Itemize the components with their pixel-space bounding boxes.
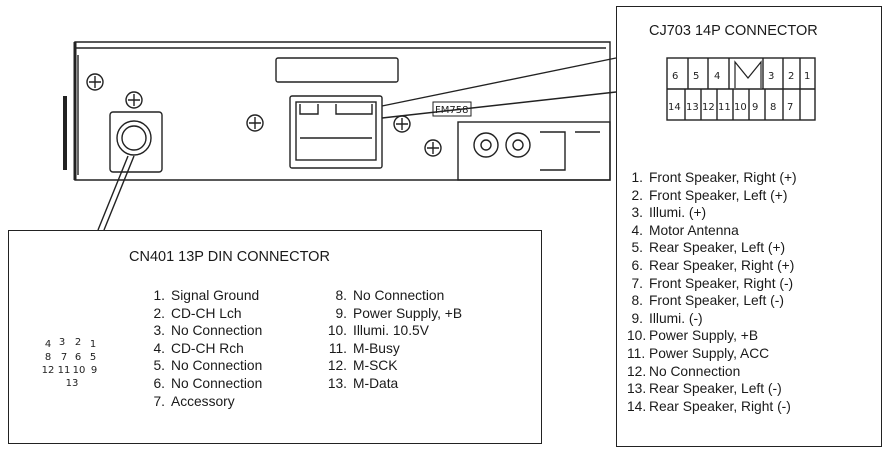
din-pin-2: 2: [75, 337, 81, 348]
list-item: 11.M-Busy: [328, 340, 400, 356]
din-pin-5: 5: [90, 352, 96, 363]
grid-pin-13: 13: [686, 102, 699, 113]
grid-pin-12: 12: [702, 102, 715, 113]
din-pin-1: 1: [90, 339, 96, 350]
list-item: 5.Rear Speaker, Left (+): [631, 240, 786, 256]
rca-jack-icon: [505, 132, 531, 158]
grid-pin-2: 2: [788, 71, 794, 82]
leader-line-cn401: [103, 155, 135, 231]
cn401-pin-list-right: 8.No Connection 9.Power Supply, +B 10.Il…: [327, 287, 462, 393]
list-item: 6.No Connection: [153, 375, 263, 391]
din-pin-9: 9: [91, 365, 97, 376]
list-item: 9.Illumi. (-): [631, 310, 703, 326]
cj703-pin-list: 1.Front Speaker, Right (+) 2.Front Speak…: [627, 169, 797, 415]
list-item: 12.No Connection: [627, 363, 741, 379]
din-pin-6: 6: [75, 352, 81, 363]
rca-panel: [457, 121, 611, 181]
list-item: 13.M-Data: [327, 375, 399, 391]
list-item: 10.Power Supply, +B: [627, 328, 759, 344]
din-socket: [116, 120, 152, 156]
grid-pin-10: 10: [734, 102, 747, 113]
list-item: 9.Power Supply, +B: [335, 305, 463, 321]
list-item: 14.Rear Speaker, Right (-): [627, 398, 791, 414]
list-item: 10.Illumi. 10.5V: [327, 323, 429, 339]
list-item: 7.Accessory: [153, 393, 235, 409]
grid-pin-9: 9: [752, 102, 758, 113]
screw-icon: [125, 91, 143, 109]
grid-pin-11: 11: [718, 102, 731, 113]
list-item: 4.Motor Antenna: [631, 222, 739, 238]
list-item: 2.CD-CH Lch: [153, 305, 242, 321]
rca-jack-icon: [473, 132, 499, 158]
grid-pin-5: 5: [693, 71, 699, 82]
list-item: 7.Front Speaker, Right (-): [631, 275, 794, 291]
grid-pin-8: 8: [770, 102, 776, 113]
grid-pin-7: 7: [787, 102, 793, 113]
screw-icon: [393, 115, 411, 133]
list-item: 3.No Connection: [153, 323, 263, 339]
grid-pin-4: 4: [714, 71, 720, 82]
top-recess: [275, 57, 399, 83]
din-socket-housing: [109, 111, 163, 173]
cn401-pin-list-left: 1.Signal Ground 2.CD-CH Lch 3.No Connect…: [147, 287, 262, 410]
grid-pin-1: 1: [804, 71, 810, 82]
din-pin-12: 12: [42, 365, 55, 376]
cj703-panel: CJ703 14P CONNECTOR 1.Front Speaker, Rig…: [616, 6, 882, 447]
cn401-title: CN401 13P DIN CONNECTOR: [129, 249, 330, 265]
din-pin-10: 10: [73, 365, 86, 376]
list-item: 4.CD-CH Rch: [153, 340, 244, 356]
cn401-panel: CN401 13P DIN CONNECTOR 4 3 2 1 8 7 6 5 …: [8, 230, 542, 444]
list-item: 3.Illumi. (+): [631, 205, 707, 221]
din-pin-3: 3: [59, 337, 65, 348]
grid-pin-3: 3: [768, 71, 774, 82]
din-pin-13: 13: [66, 378, 79, 389]
grid-pin-6: 6: [672, 71, 678, 82]
list-item: 11.Power Supply, ACC: [627, 345, 770, 361]
grid-pin-14: 14: [668, 102, 681, 113]
din-pin-8: 8: [45, 352, 51, 363]
din-pin-4: 4: [45, 339, 51, 350]
list-item: 13.Rear Speaker, Left (-): [627, 381, 782, 397]
leader-line-cj703: [381, 57, 617, 107]
list-item: 1.Signal Ground: [153, 288, 260, 303]
list-item: 8.No Connection: [335, 288, 445, 303]
fuse-label: FM758: [435, 105, 468, 116]
list-item: 6.Rear Speaker, Right (+): [631, 257, 795, 273]
screw-icon: [86, 73, 104, 91]
din-plug-labels: 4 3 2 1 8 7 6 5 12 11 10 9 13: [42, 337, 98, 389]
list-item: 2.Front Speaker, Left (+): [631, 187, 788, 203]
din-pin-11: 11: [58, 365, 71, 376]
cj703-housing: [289, 95, 383, 169]
cj703-grid-labels: 6 5 4 3 2 1 14 13 12 11 10 9 8 7: [668, 71, 810, 113]
list-item: 5.No Connection: [153, 358, 263, 374]
screw-icon: [246, 114, 264, 132]
list-item: 8.Front Speaker, Left (-): [631, 293, 784, 309]
list-item: 1.Front Speaker, Right (+): [631, 170, 797, 185]
din-pin-7: 7: [61, 352, 67, 363]
cj703-title: CJ703 14P CONNECTOR: [649, 23, 818, 39]
list-item: 12.M-SCK: [327, 358, 398, 374]
screw-icon: [424, 139, 442, 157]
